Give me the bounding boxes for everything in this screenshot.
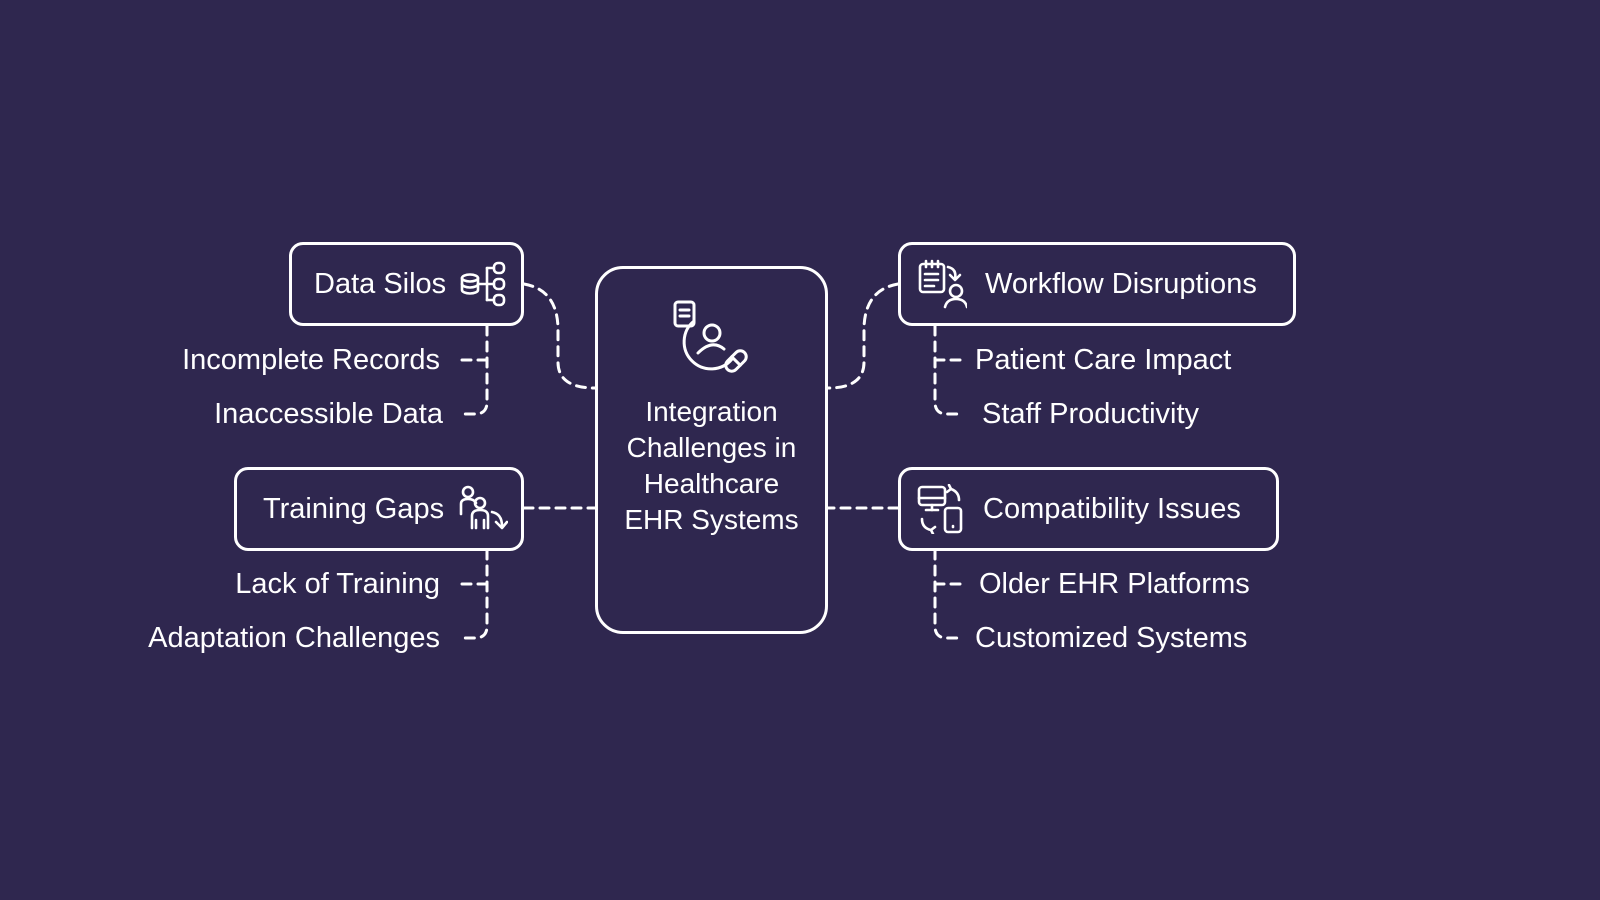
node-compatibility-issues: Compatibility Issues bbox=[898, 467, 1279, 551]
node-workflow-disruptions: Workflow Disruptions bbox=[898, 242, 1296, 326]
doctor-prescription-icon bbox=[672, 299, 752, 382]
checklist-user-icon bbox=[917, 259, 967, 309]
center-node: Integration Challenges in Healthcare EHR… bbox=[595, 266, 828, 634]
center-title: Integration Challenges in Healthcare EHR… bbox=[624, 396, 799, 535]
leaf-older-ehr-platforms: Older EHR Platforms bbox=[979, 568, 1250, 600]
connector-patient-care bbox=[933, 324, 964, 416]
leaf-lack-of-training: Lack of Training bbox=[235, 568, 440, 600]
people-training-icon bbox=[458, 484, 509, 534]
node-training-gaps-label: Training Gaps bbox=[263, 492, 445, 525]
connector-incomplete-records bbox=[458, 324, 489, 416]
node-compatibility-issues-label: Compatibility Issues bbox=[983, 492, 1241, 525]
node-data-silos: Data Silos bbox=[289, 242, 524, 326]
leaf-staff-productivity: Staff Productivity bbox=[982, 398, 1200, 430]
database-hierarchy-icon bbox=[460, 260, 508, 308]
node-workflow-disruptions-label: Workflow Disruptions bbox=[985, 267, 1257, 300]
connector-workflow bbox=[826, 282, 900, 390]
node-training-gaps: Training Gaps bbox=[234, 467, 524, 551]
leaf-inaccessible-data: Inaccessible Data bbox=[214, 398, 443, 430]
leaf-customized-systems: Customized Systems bbox=[975, 622, 1248, 654]
connector-older-ehr bbox=[933, 548, 964, 640]
leaf-adaptation-challenges: Adaptation Challenges bbox=[148, 622, 440, 654]
device-sync-icon bbox=[917, 484, 965, 534]
leaf-incomplete-records: Incomplete Records bbox=[182, 344, 440, 376]
leaf-patient-care-impact: Patient Care Impact bbox=[975, 344, 1232, 376]
node-data-silos-label: Data Silos bbox=[314, 267, 447, 300]
connector-lack-of-training bbox=[458, 548, 489, 640]
connector-data-silos bbox=[522, 282, 597, 390]
